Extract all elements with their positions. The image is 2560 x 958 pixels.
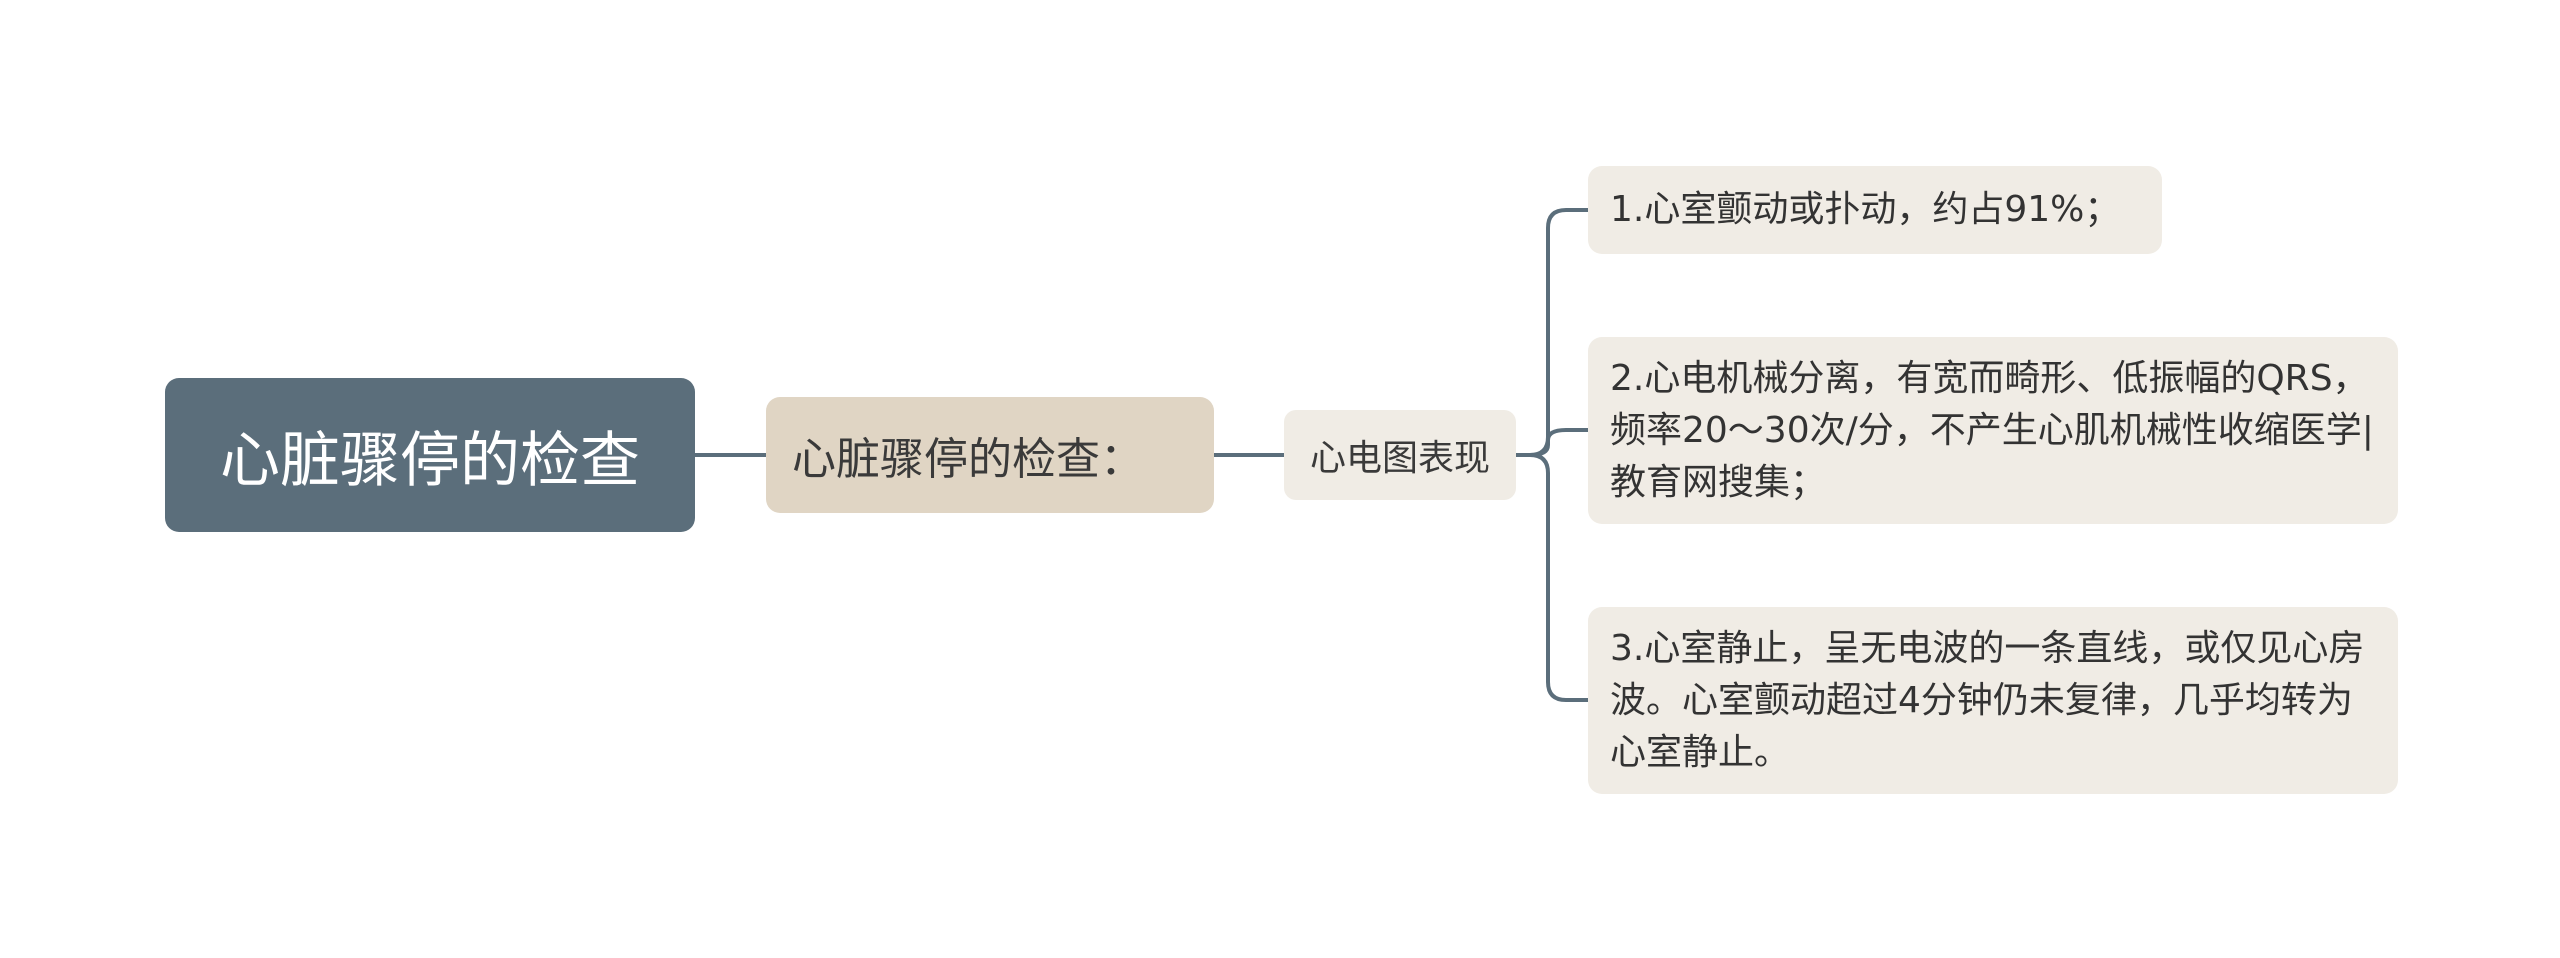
- root-node[interactable]: 心脏骤停的检查: [165, 378, 695, 532]
- root-node-label: 心脏骤停的检查: [220, 425, 640, 496]
- leaf-node-text: 2.心电机械分离，有宽而畸形、低振幅的QRS，频率20～30次/分，不产生心肌机…: [1610, 357, 2374, 503]
- connector-level2-leaf-2: [1516, 428, 1588, 457]
- subtopic-node-label: 心电图表现: [1309, 438, 1490, 479]
- leaf-node-2[interactable]: 2.心电机械分离，有宽而畸形、低振幅的QRS，频率20～30次/分，不产生心肌机…: [1588, 337, 2398, 524]
- connector-level2-leaf-3: [1516, 453, 1588, 702]
- leaf-node-3[interactable]: 3.心室静止，呈无电波的一条直线，或仅见心房波。心室颤动超过4分钟仍未复律，几乎…: [1588, 607, 2398, 794]
- leaf-node-text: 1.心室颤动或扑动，约占91%；: [1610, 189, 2121, 230]
- connector-level2-leaf-1: [1516, 208, 1588, 457]
- leaf-node-1[interactable]: 1.心室颤动或扑动，约占91%；: [1588, 166, 2162, 254]
- subtopic-node-ecg[interactable]: 心电图表现: [1284, 410, 1516, 500]
- leaf-node-text: 3.心室静止，呈无电波的一条直线，或仅见心房波。心室颤动超过4分钟仍未复律，几乎…: [1610, 627, 2365, 773]
- topic-node-heart-arrest-exam[interactable]: 心脏骤停的检查：: [766, 397, 1214, 513]
- topic-node-label: 心脏骤停的检查：: [792, 434, 1144, 485]
